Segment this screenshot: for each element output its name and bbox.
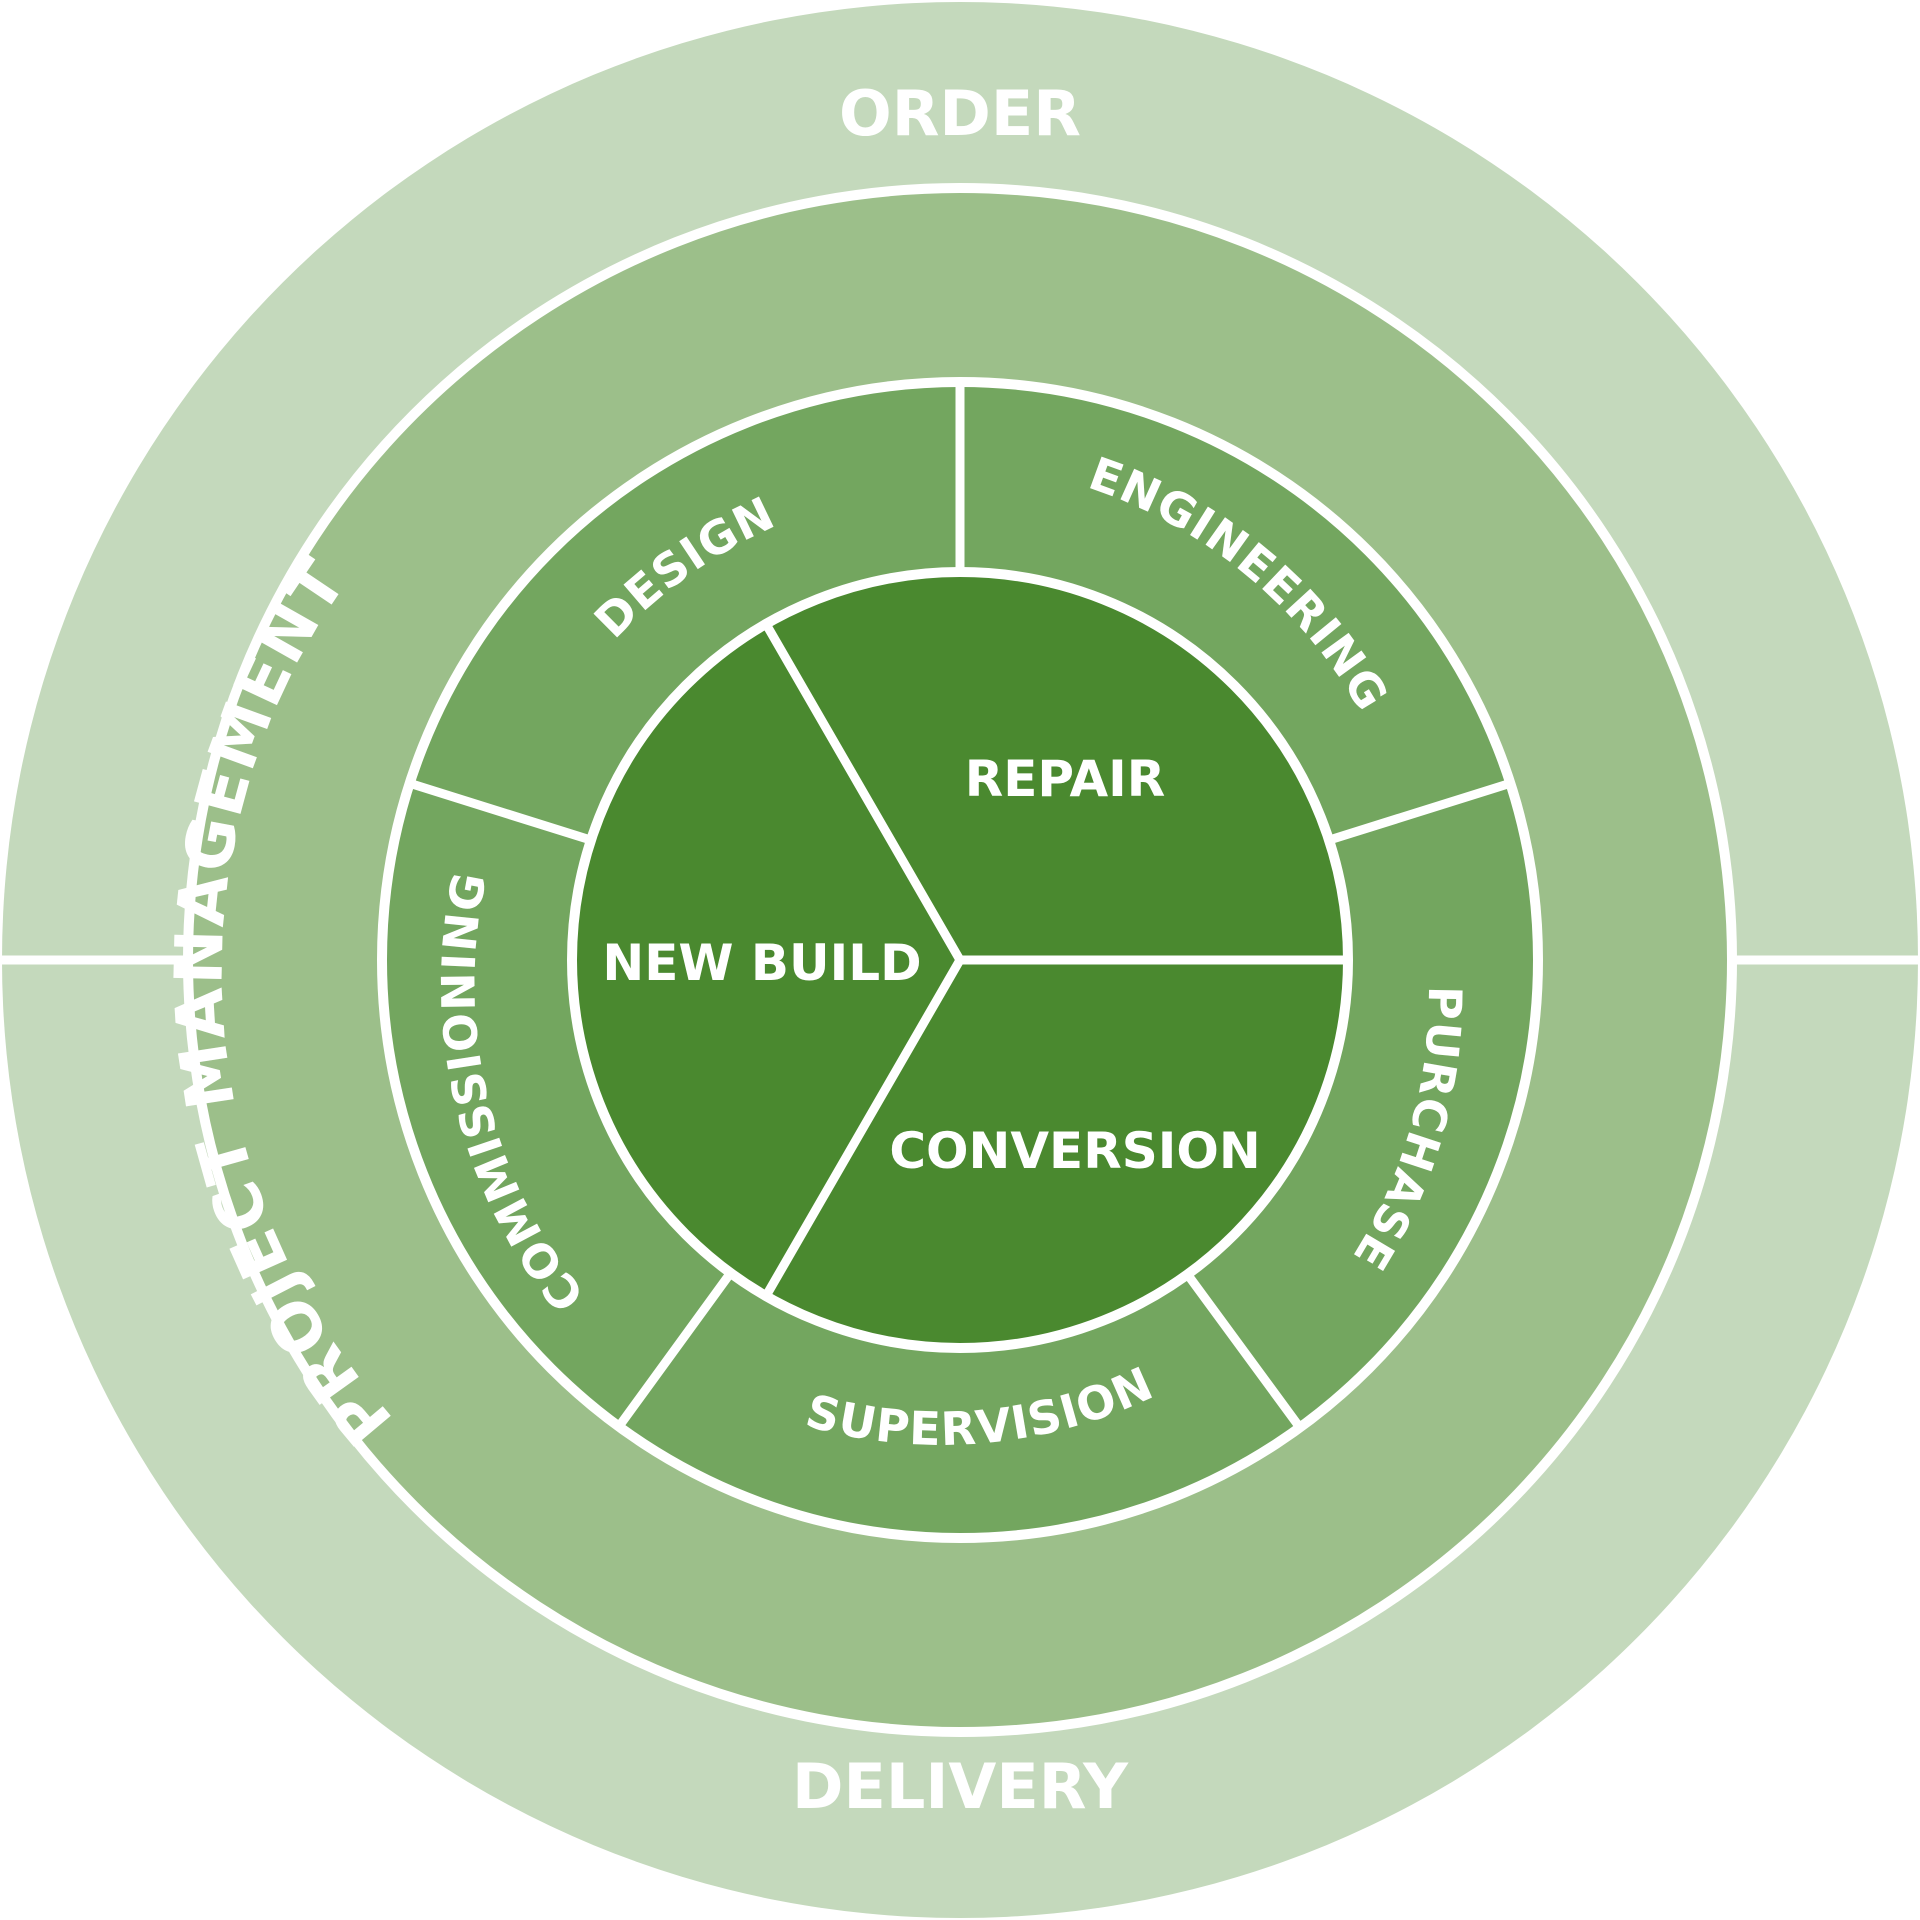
- divider-supervision-commissioning: [615, 1266, 737, 1430]
- divider-engineering-purchase: [1318, 779, 1513, 847]
- process-dividers: [407, 380, 1513, 1430]
- delivery-label: DELIVERY: [792, 1750, 1129, 1823]
- conversion-label: CONVERSION: [889, 1122, 1260, 1180]
- core-divider-new-build-repair: [761, 619, 965, 965]
- divider-commissioning-design: [407, 779, 602, 847]
- core-dividers: [761, 619, 1353, 1301]
- order-label: ORDER: [839, 77, 1081, 150]
- repair-label: REPAIR: [965, 750, 1166, 808]
- new-build-label: NEW BUILD: [602, 934, 921, 992]
- core-divider-conversion-new-build: [761, 955, 965, 1301]
- divider-purchase-supervision: [1180, 1266, 1303, 1430]
